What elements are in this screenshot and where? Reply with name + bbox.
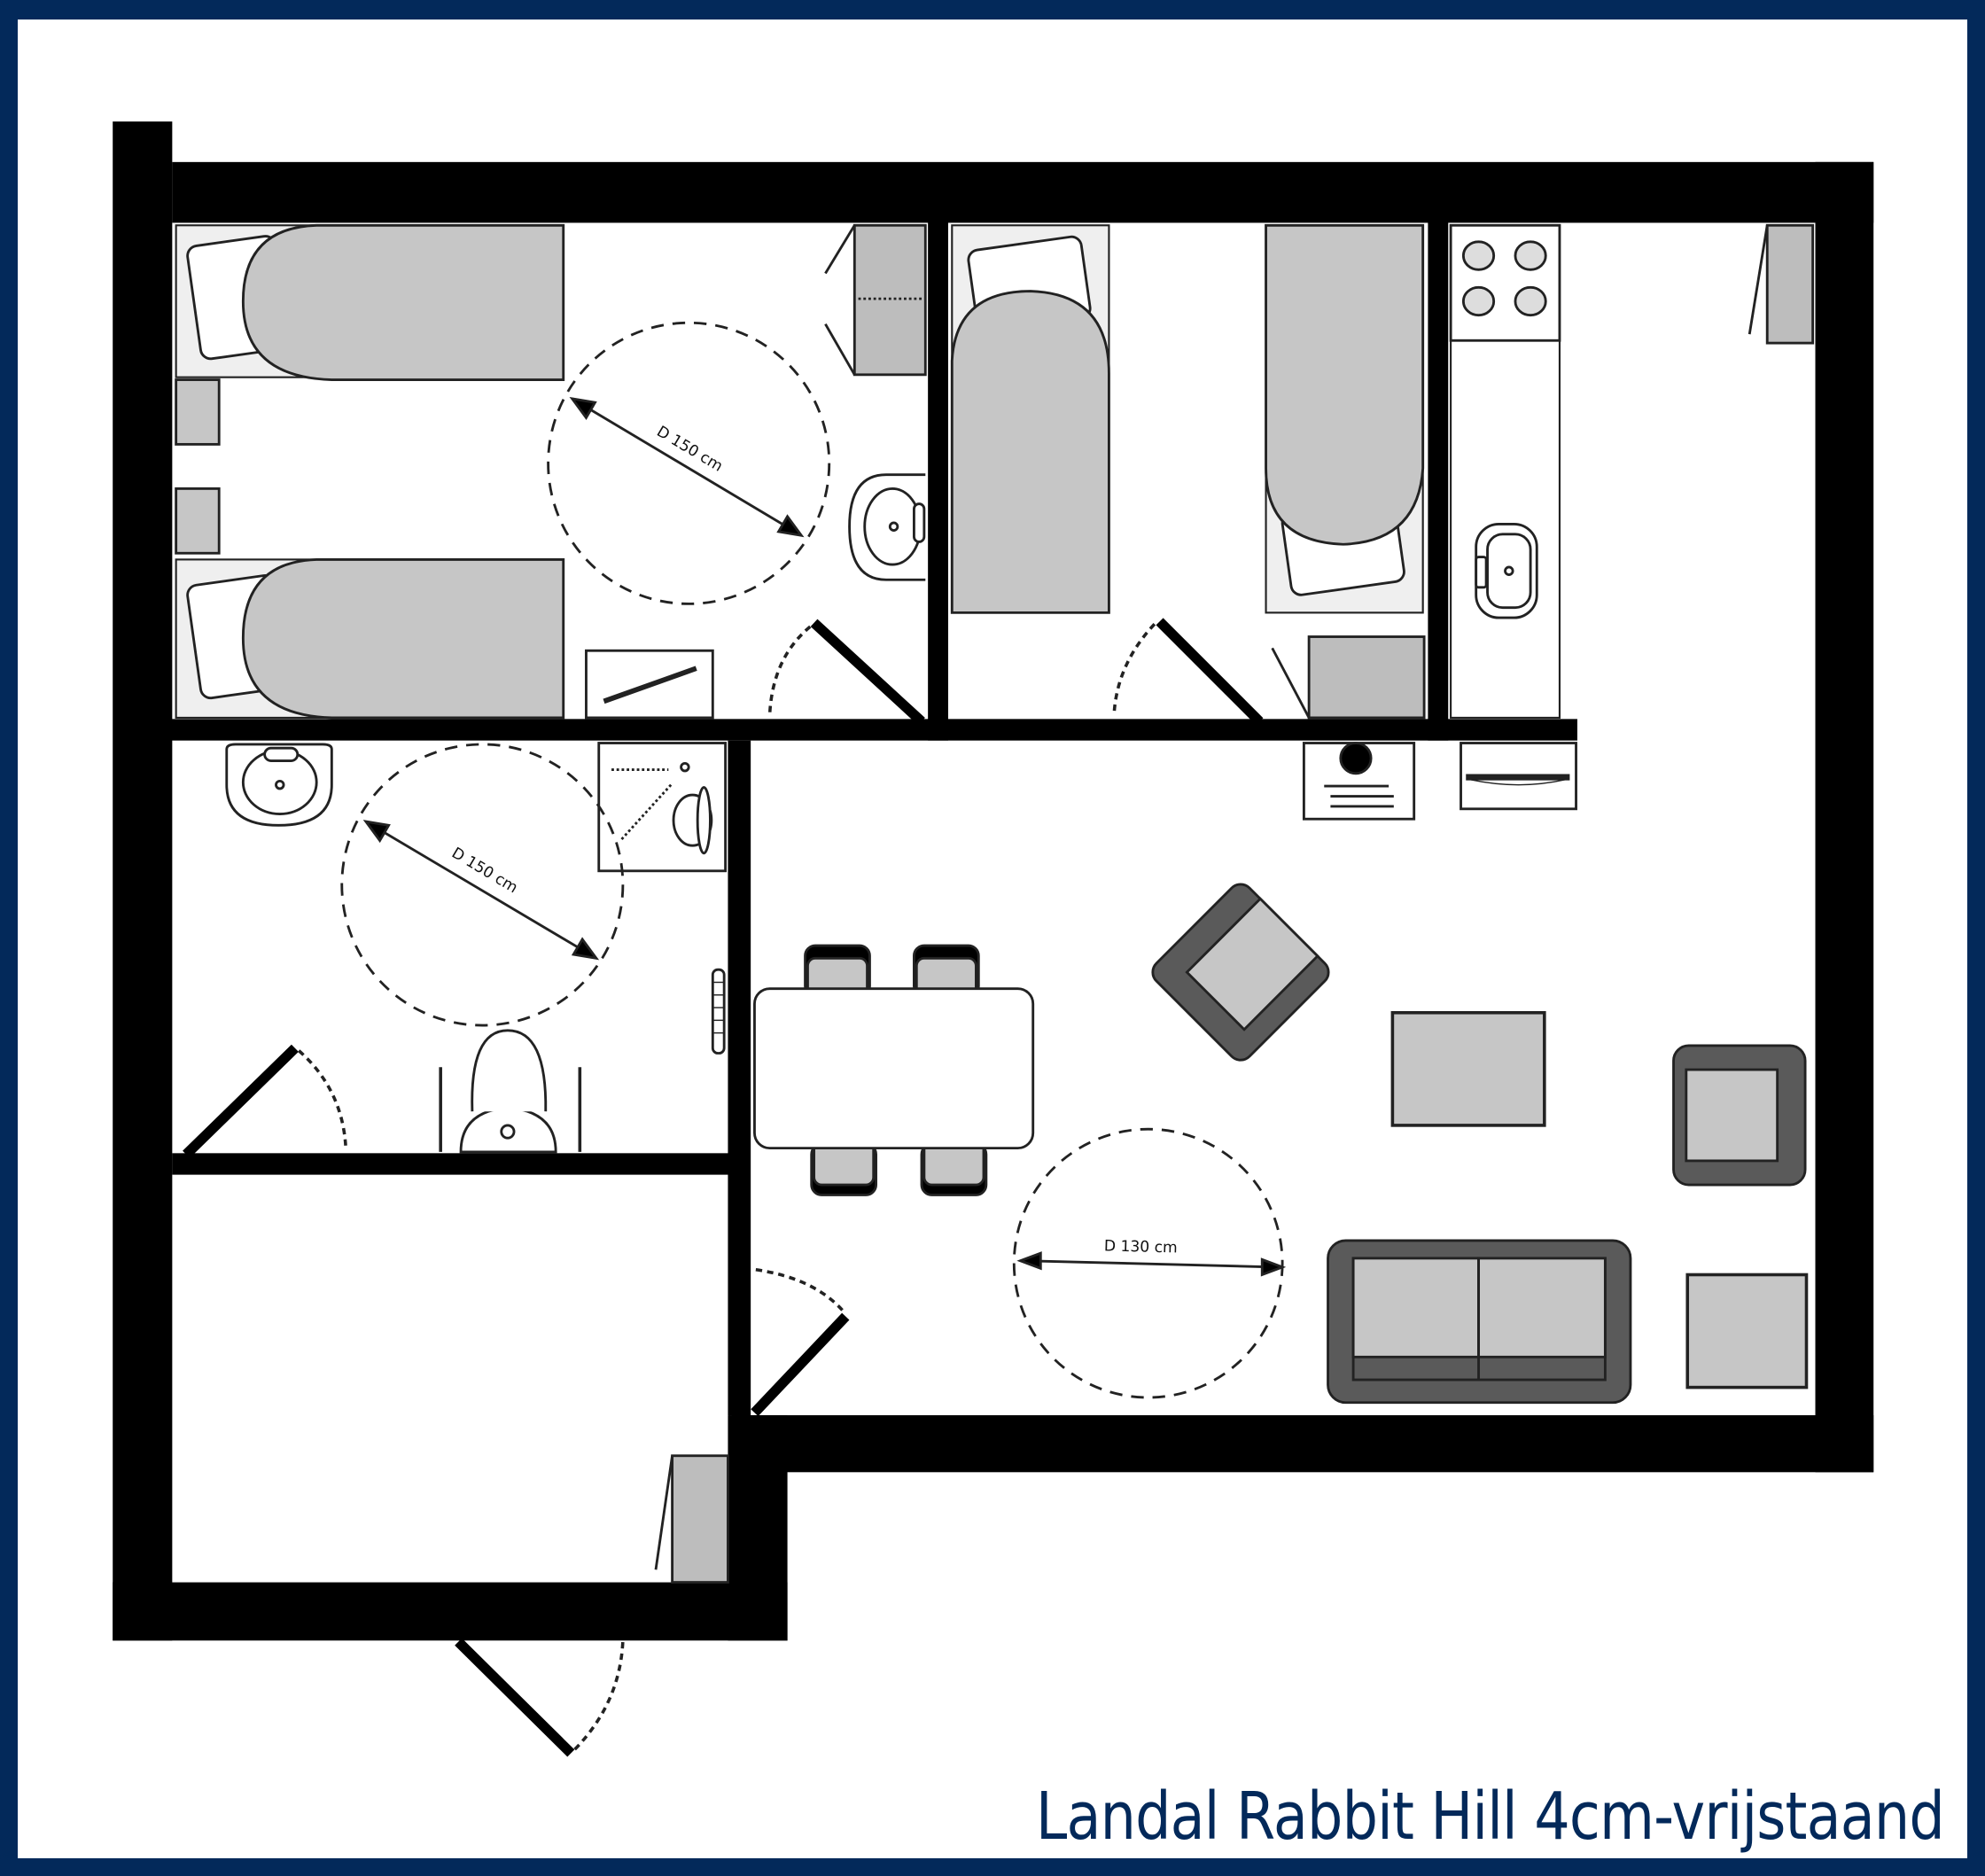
dining-set (753, 944, 1035, 1196)
dimension-label: D 130 cm (1104, 1237, 1178, 1257)
front-door (455, 1638, 625, 1757)
armchair (1672, 1044, 1807, 1187)
cooktop (1449, 223, 1561, 342)
microwave (1460, 742, 1577, 811)
washbasin (225, 743, 333, 827)
washbasin (848, 473, 926, 581)
door (751, 1267, 850, 1417)
living-room: D 130 cm (751, 883, 1809, 1417)
turning-circle: D 130 cm (1012, 1127, 1287, 1399)
toilet (439, 1029, 582, 1154)
luggage-rack (585, 649, 714, 720)
side-table (1685, 1273, 1809, 1389)
bed-right (1265, 223, 1425, 614)
dining-table (753, 987, 1035, 1150)
door (767, 619, 925, 726)
armchair-rotated (1151, 883, 1330, 1062)
entrance-hall (455, 1454, 729, 1757)
walls (113, 121, 1874, 1641)
coat-closet (654, 1454, 729, 1584)
wardrobe (824, 223, 927, 377)
bed-left (950, 224, 1110, 614)
bed-bottom (175, 557, 565, 720)
nightstand (175, 487, 221, 555)
plan-title: Landal Rabbit Hill 4cm-vrijstaand (1035, 1779, 1945, 1855)
radiator (711, 968, 726, 1055)
door (1112, 618, 1264, 726)
door (183, 1044, 347, 1158)
bedroom-1: D 150 cm (175, 223, 927, 726)
shower (597, 742, 728, 873)
wardrobe (1271, 635, 1426, 720)
turning-circle: D 150 cm (340, 743, 625, 1027)
refrigerator (1748, 223, 1815, 345)
sofa (1327, 1239, 1632, 1405)
kitchen (1302, 223, 1815, 821)
turning-circle: D 150 cm (547, 321, 831, 605)
bed-top (175, 223, 565, 381)
washing-machine (1302, 742, 1416, 821)
dimension-label: D 150 cm (448, 845, 520, 898)
nightstand (175, 378, 221, 446)
coffee-table (1390, 1010, 1546, 1127)
bedroom-2 (950, 223, 1426, 726)
bathroom: D 150 cm (183, 742, 728, 1158)
sink (1475, 522, 1538, 619)
